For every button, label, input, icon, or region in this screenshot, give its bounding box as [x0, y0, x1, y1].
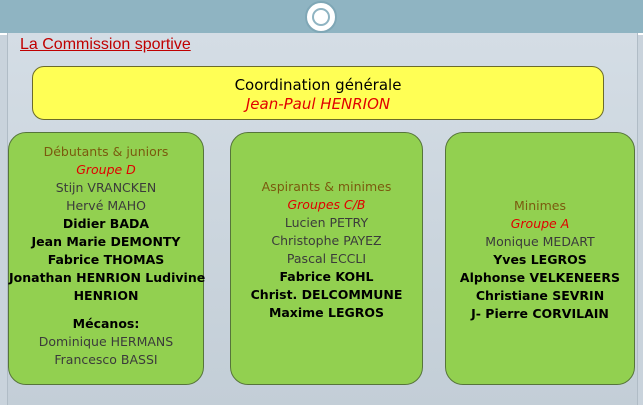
team-member: Christophe PAYEZ: [271, 233, 382, 248]
team-member: Jonathan HENRION Ludivine: [9, 270, 206, 285]
team-member: HENRION: [73, 288, 139, 303]
team-category: Minimes: [513, 198, 567, 213]
coordination-box: Coordination générale Jean-Paul HENRION: [32, 66, 604, 120]
team-member: Alphonse VELKENEERS: [459, 270, 621, 285]
team-member: Christiane SEVRIN: [475, 288, 605, 303]
team-category: Débutants & juniors: [43, 144, 169, 159]
coordination-name: Jean-Paul HENRION: [245, 95, 391, 113]
ring-ornament-icon: [305, 1, 337, 33]
mechanic-member: Francesco BASSI: [54, 352, 158, 367]
team-member: Maxime LEGROS: [268, 305, 385, 320]
ring-inner: [312, 8, 330, 26]
team-member: Fabrice THOMAS: [47, 252, 165, 267]
team-category: Aspirants & minimes: [261, 179, 392, 194]
team-box-debutants-juniors: Débutants & juniors Groupe D Stijn VRANC…: [8, 132, 206, 385]
team-member: Yves LEGROS: [493, 252, 587, 267]
coordination-label: Coordination générale: [234, 76, 402, 94]
team-member: Didier BADA: [62, 216, 150, 231]
team-box-minimes: Minimes Groupe A Monique MEDART Yves LEG…: [445, 132, 635, 385]
mechanic-member: Dominique HERMANS: [38, 334, 174, 349]
header-band: [0, 0, 643, 35]
page-title: La Commission sportive: [20, 36, 191, 53]
team-group: Groupe A: [510, 216, 570, 231]
team-group: Groupes C/B: [287, 197, 366, 212]
team-member: Hervé MAHO: [66, 198, 146, 213]
team-member: Stijn VRANCKEN: [55, 180, 157, 195]
team-member: Christ. DELCOMMUNE: [250, 287, 403, 302]
team-member: Monique MEDART: [485, 234, 595, 249]
team-box-aspirants-minimes: Aspirants & minimes Groupes C/B Lucien P…: [230, 132, 423, 385]
team-member: J- Pierre CORVILAIN: [471, 306, 609, 321]
team-member: Fabrice KOHL: [279, 269, 374, 284]
mechanics-label: Mécanos:: [72, 316, 140, 331]
team-member: Pascal ECCLI: [286, 251, 367, 266]
team-group: Groupe D: [76, 162, 136, 177]
team-member: Lucien PETRY: [284, 215, 369, 230]
team-member: Jean Marie DEMONTY: [31, 234, 181, 249]
